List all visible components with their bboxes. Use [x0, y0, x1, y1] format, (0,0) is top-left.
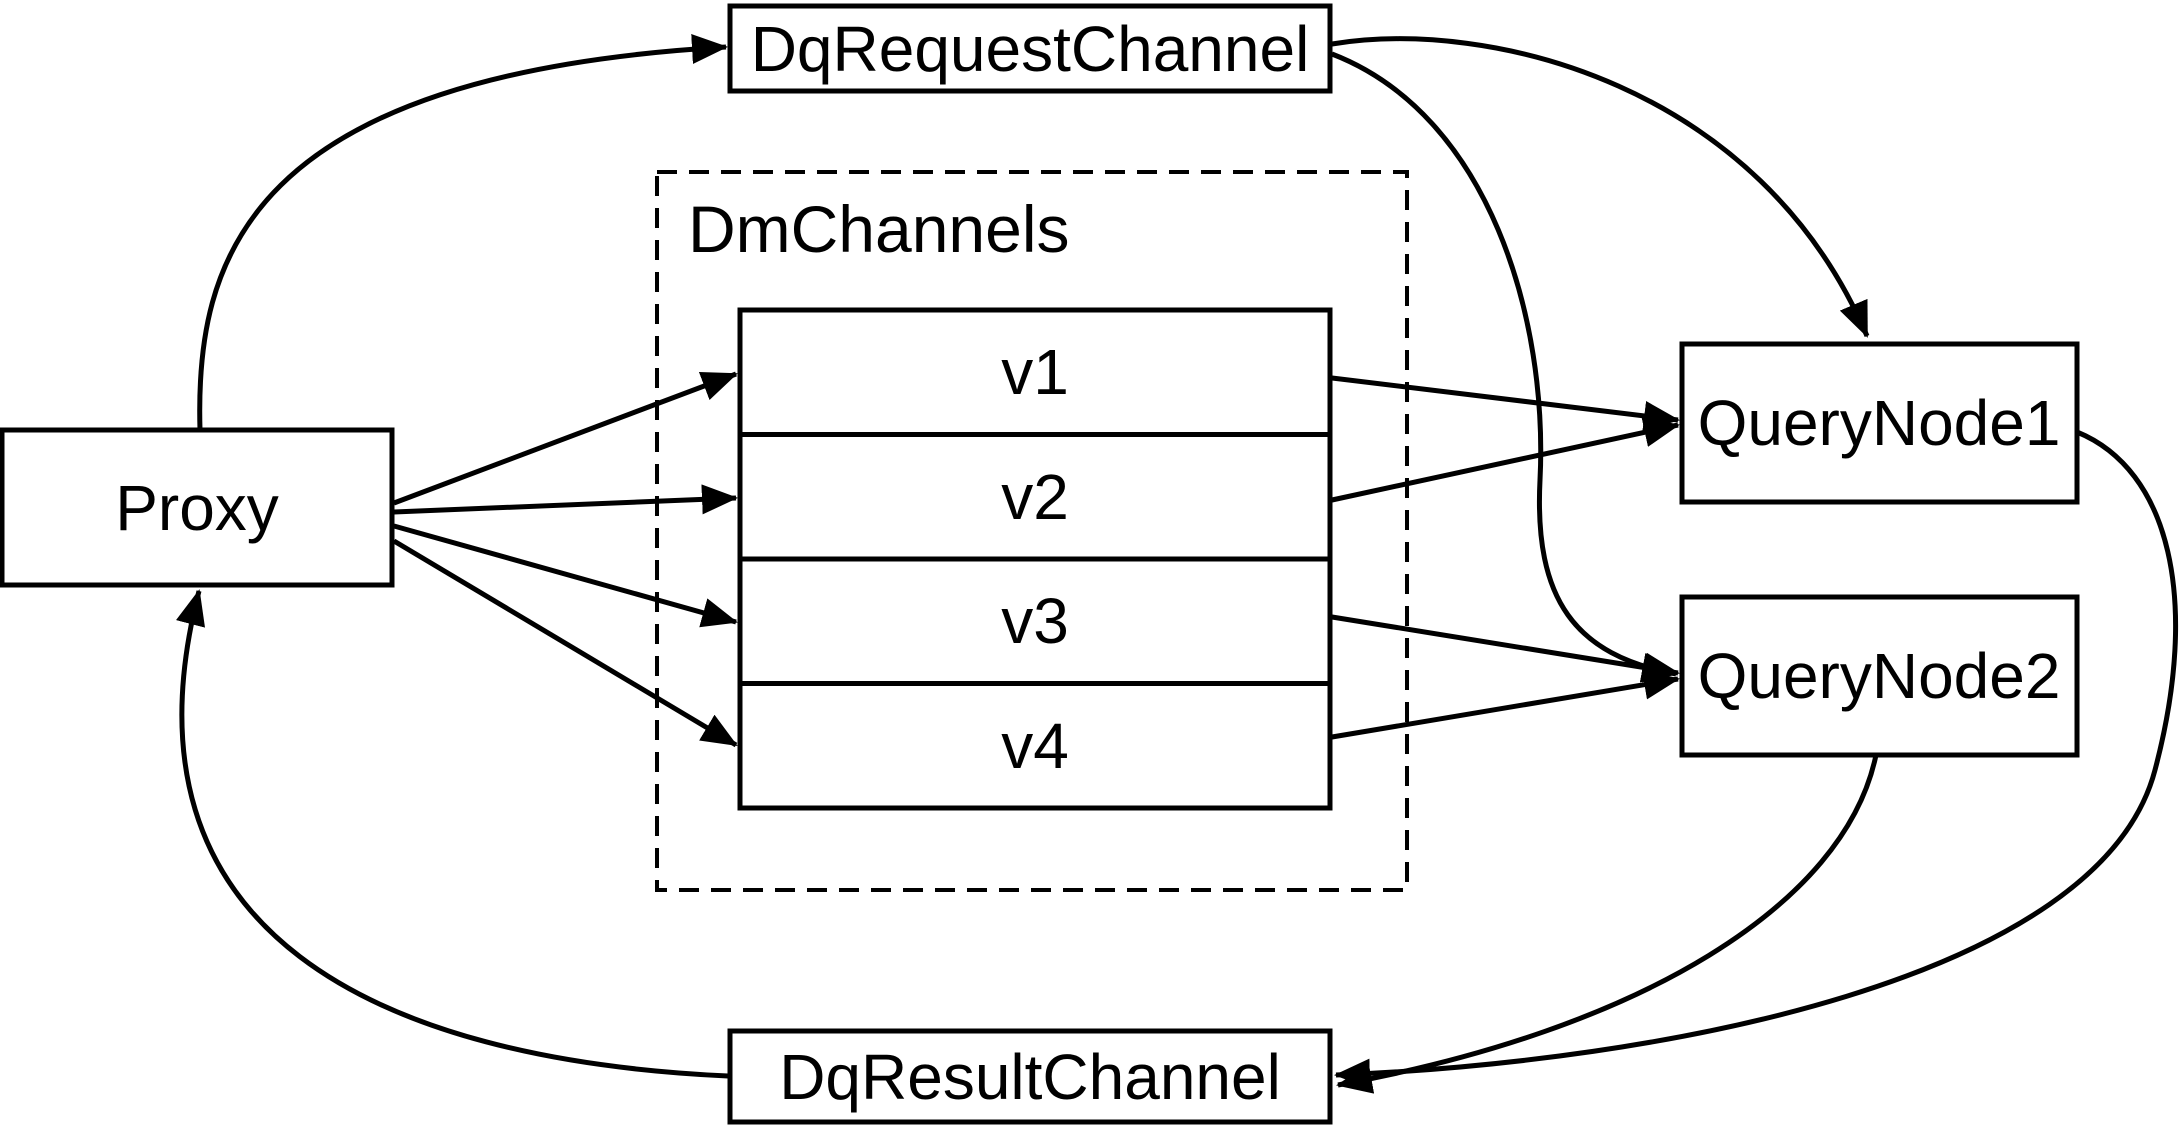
edge-dqresultchannel-to-proxy: [175, 589, 729, 1079]
edge-querynode2-to-dqresultchannel: [1336, 754, 1879, 1094]
channel-row-v2: v2: [1001, 461, 1069, 533]
node-dq-result-channel: DqResultChannel: [727, 1028, 1333, 1125]
channel-table: v1 v2 v3 v4: [737, 307, 1333, 811]
edge-v1-to-querynode1: [1331, 375, 1680, 431]
edges-layer: [175, 34, 2178, 1094]
edge-dqrequestchannel-to-querynode1: [1331, 36, 1870, 338]
dq-result-channel-label: DqResultChannel: [779, 1041, 1281, 1113]
dq-request-channel-label: DqRequestChannel: [751, 13, 1310, 85]
edge-proxy-to-dqrequestchannel: [197, 34, 728, 431]
edge-proxy-to-v1: [393, 371, 738, 506]
node-proxy: Proxy: [0, 427, 395, 588]
channel-row-v1: v1: [1001, 336, 1069, 408]
edge-proxy-to-v2: [393, 484, 738, 515]
node-query-node-2: QueryNode2: [1679, 594, 2080, 758]
query-node-2-label: QueryNode2: [1698, 640, 2061, 712]
query-node-1-box: [1679, 341, 2080, 505]
edge-proxy-to-v4: [392, 538, 738, 748]
edge-dqrequestchannel-to-querynode2: [1331, 51, 1678, 683]
channel-row-v4: v4: [1001, 710, 1069, 782]
query-node-1-label: QueryNode1: [1698, 387, 2061, 459]
edge-v4-to-querynode2: [1331, 669, 1680, 740]
proxy-box: [0, 427, 395, 588]
channel-row-v3: v3: [1001, 585, 1069, 657]
edge-querynode1-to-dqresultchannel: [1334, 429, 2178, 1089]
dm-channels-label: DmChannels: [688, 192, 1070, 266]
node-query-node-1: QueryNode1: [1679, 341, 2080, 505]
edge-v3-to-querynode2: [1331, 614, 1680, 683]
dq-result-channel-box: [727, 1028, 1333, 1125]
edge-v2-to-querynode1: [1331, 417, 1680, 503]
proxy-label: Proxy: [115, 472, 279, 544]
dm-channels-border: [655, 170, 1409, 892]
query-node-2-box: [1679, 594, 2080, 758]
dq-request-channel-box: [727, 3, 1333, 94]
dm-channels-container: DmChannels: [655, 170, 1409, 892]
node-dq-request-channel: DqRequestChannel: [727, 3, 1333, 94]
edge-proxy-to-v3: [393, 523, 738, 628]
